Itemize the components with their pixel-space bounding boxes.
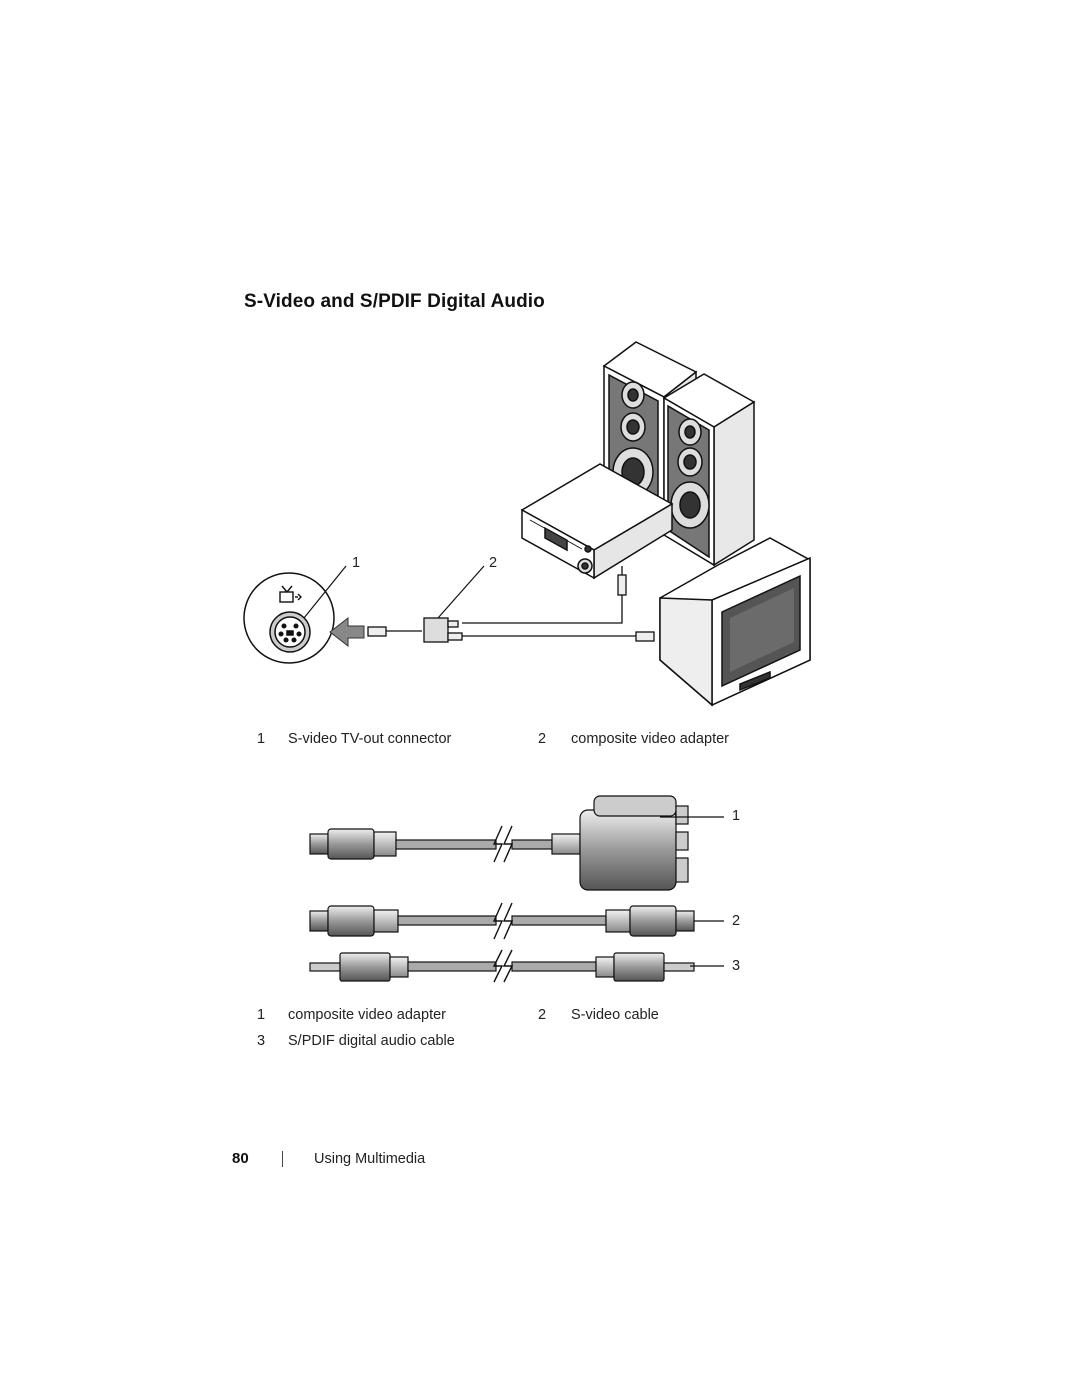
s-video-connector-icon (243, 572, 335, 664)
figure1-caption-2: composite video adapter (571, 731, 729, 747)
figure1-callout-2: 2 (489, 555, 498, 571)
television-icon (659, 537, 811, 707)
arrow-icon (329, 616, 365, 648)
figure2-caption-2: S-video cable (571, 1007, 659, 1023)
figure2-caption-num-2: 2 (538, 1007, 547, 1023)
figure1-callout-1: 1 (352, 555, 361, 571)
figure2-callout-1: 1 (732, 808, 741, 824)
figure2-caption-1: composite video adapter (288, 1007, 446, 1023)
figure2-caption-num-1: 1 (257, 1007, 266, 1023)
figure2-callout-3: 3 (732, 958, 741, 974)
figure2-caption-3: S/PDIF digital audio cable (288, 1033, 455, 1049)
figure1-caption-num-2: 2 (538, 731, 547, 747)
footer-section-title: Using Multimedia (314, 1151, 426, 1167)
section-heading: S-Video and S/PDIF Digital Audio (244, 291, 545, 312)
cable-lines (367, 566, 655, 643)
figure2-callout-2: 2 (732, 913, 741, 929)
receiver-icon (520, 463, 674, 580)
figure2-caption-num-3: 3 (257, 1033, 266, 1049)
page-number: 80 (232, 1150, 249, 1167)
figure1-caption-num-1: 1 (257, 731, 266, 747)
figure1-caption-1: S-video TV-out connector (288, 731, 452, 747)
footer-divider (282, 1151, 283, 1167)
tv-out-icon (279, 585, 302, 603)
speaker-right-icon (662, 373, 756, 567)
